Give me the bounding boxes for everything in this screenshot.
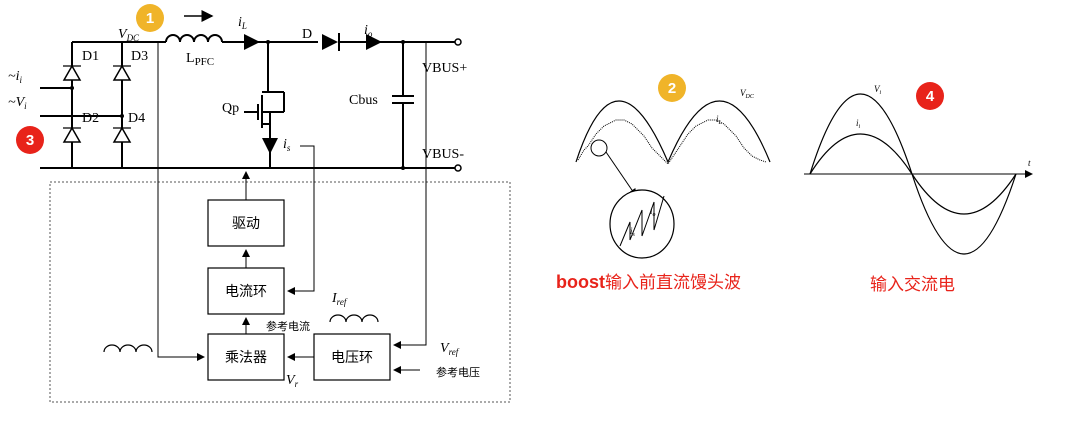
rectified-waveform: io is VDC iL boost输入前直流馒头波 bbox=[556, 88, 771, 293]
label-cbus: Cbus bbox=[349, 93, 378, 108]
label-ref-current: 参考电流 bbox=[266, 319, 310, 333]
svg-text:1: 1 bbox=[146, 10, 154, 27]
block-current-loop-label: 电流环 bbox=[225, 284, 267, 300]
label-vbus-minus: VBUS- bbox=[422, 147, 464, 162]
badge-4: 4 bbox=[916, 82, 944, 110]
label-vref: Vref bbox=[440, 341, 460, 357]
vbus-plus-terminal bbox=[454, 38, 462, 46]
svg-text:3: 3 bbox=[26, 132, 34, 149]
block-driver bbox=[207, 199, 285, 247]
zoom-ripple bbox=[619, 195, 665, 247]
il-curve bbox=[577, 119, 767, 165]
label-il: iL bbox=[238, 15, 247, 31]
label-is: is bbox=[283, 137, 291, 153]
mosfet-qp bbox=[244, 42, 285, 168]
ac-waveform: t Vi ii 输入交流电 bbox=[804, 84, 1033, 295]
label-iref: Iref bbox=[331, 291, 348, 307]
wave1-il-label: iL bbox=[716, 114, 723, 126]
time-axis-label: t bbox=[1028, 158, 1031, 168]
svg-text:4: 4 bbox=[926, 88, 935, 105]
vbus-minus-terminal bbox=[454, 164, 462, 172]
voltage-waveform-icon bbox=[103, 344, 153, 353]
diode-d bbox=[322, 33, 340, 51]
zoom-io-label: io bbox=[650, 206, 656, 218]
capacitor-cbus bbox=[392, 42, 414, 168]
badge-1: 1 bbox=[136, 4, 164, 32]
current-ref-waveform-icon bbox=[329, 314, 379, 323]
diode-d4 bbox=[112, 126, 132, 143]
block-voltage-loop-label: 电压环 bbox=[331, 350, 373, 366]
svg-text:2: 2 bbox=[668, 80, 676, 97]
diode-d2 bbox=[62, 126, 82, 143]
diode-d3 bbox=[112, 64, 132, 81]
ii-label: ii bbox=[856, 118, 861, 130]
vi-label: Vi bbox=[874, 84, 882, 96]
block-multiplier-label: 乘法器 bbox=[225, 350, 267, 366]
label-qp: Qp bbox=[222, 101, 239, 116]
label-d4: D4 bbox=[128, 111, 145, 126]
label-input-voltage: ~Vi bbox=[8, 95, 27, 111]
block-voltage-loop bbox=[313, 333, 391, 381]
wave1-vdc-label: VDC bbox=[740, 88, 755, 100]
badge-2: 2 bbox=[658, 74, 686, 102]
ii-curve bbox=[809, 133, 1017, 215]
diode-d1 bbox=[62, 64, 82, 81]
label-d2: D2 bbox=[82, 111, 99, 126]
inductor-lpfc bbox=[160, 34, 268, 43]
label-io: io bbox=[364, 23, 373, 39]
vdc-curve bbox=[575, 100, 771, 164]
control-section: 驱动 电流环 乘法器 电压环 参考电流 参考电压 Iref Vref Vr bbox=[49, 42, 511, 403]
control-dashed-frame bbox=[49, 181, 511, 403]
label-ref-voltage: 参考电压 bbox=[436, 365, 480, 379]
label-vr: Vr bbox=[286, 373, 299, 389]
label-diode-d: D bbox=[302, 27, 312, 42]
label-d1: D1 bbox=[82, 49, 99, 64]
block-multiplier bbox=[207, 333, 285, 381]
label-d3: D3 bbox=[131, 49, 148, 64]
label-lpfc: LPFC bbox=[186, 51, 214, 68]
label-input-current: ~ii bbox=[8, 69, 22, 85]
label-vdc: VDC bbox=[118, 27, 140, 43]
block-driver-label: 驱动 bbox=[232, 216, 260, 232]
badge-3: 3 bbox=[16, 126, 44, 154]
power-stage: D1 D3 D2 D4 ~ii ~Vi VDC LPFC iL D io bbox=[8, 10, 467, 172]
caption-ac: 输入交流电 bbox=[870, 275, 955, 295]
label-vbus-plus: VBUS+ bbox=[422, 61, 467, 76]
zoom-is-label: is bbox=[630, 226, 636, 238]
caption-rectified: boost输入前直流馒头波 bbox=[556, 272, 741, 293]
